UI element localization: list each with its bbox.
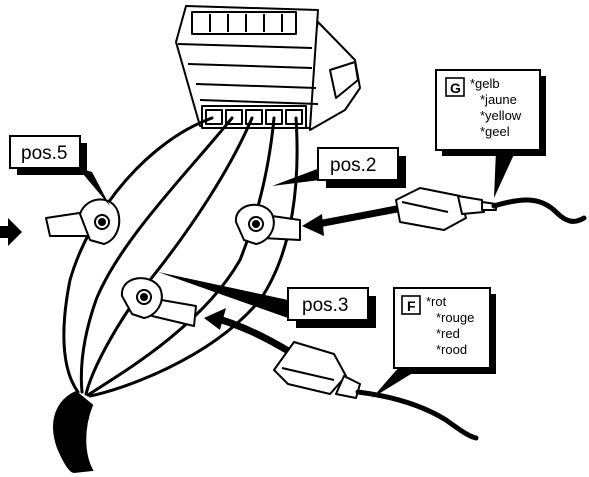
callout-pos3: pos.3 xyxy=(158,272,376,328)
arrow-pos3-head xyxy=(204,308,226,330)
cable-g xyxy=(491,197,587,224)
label-pos5: pos.5 xyxy=(21,143,67,164)
callout-pos5: pos.5 xyxy=(9,135,110,206)
legend-g-color-0: *gelb xyxy=(470,76,500,91)
legend-g-color-2: *yellow xyxy=(480,108,522,123)
legend-f-key: F xyxy=(407,298,416,314)
connector-block xyxy=(175,5,361,131)
harness-bundle-end xyxy=(53,390,94,474)
wire-pos5 xyxy=(62,116,214,394)
wire-1 xyxy=(79,116,234,394)
legend-f-color-3: *rood xyxy=(436,342,467,357)
plug-g xyxy=(395,187,497,231)
arrow-pos3 xyxy=(220,316,292,356)
wire-tap-pos2 xyxy=(234,203,301,245)
cable-f xyxy=(355,389,479,441)
arrow-pos2-head xyxy=(302,214,324,236)
wire-pos3 xyxy=(84,116,254,396)
label-pos3: pos.3 xyxy=(302,295,348,316)
legend-g-key: G xyxy=(450,80,461,96)
legend-g-color-1: *jaune xyxy=(480,92,517,107)
callout-pos2: pos.2 xyxy=(272,147,406,188)
arrow-pos5-left xyxy=(0,218,22,246)
wire-harness xyxy=(62,116,299,398)
legend-g-color-3: *geel xyxy=(480,124,510,139)
legend-f-color-0: *rot xyxy=(426,294,447,309)
legend-f-color-1: *rouge xyxy=(436,310,474,325)
wire-tap-pos5 xyxy=(45,198,121,245)
label-pos2: pos.2 xyxy=(330,155,376,176)
legend-f: F *rot *rouge *red *rood xyxy=(372,287,496,398)
wire-tap-pos3 xyxy=(120,277,197,327)
arrow-pos2 xyxy=(317,204,403,228)
legend-f-color-2: *red xyxy=(436,326,460,341)
plug-f xyxy=(273,341,361,399)
wire-4 xyxy=(88,116,299,398)
legend-g: G *gelb *jaune *yellow *geel xyxy=(435,69,546,198)
wire-pos2 xyxy=(86,116,276,397)
